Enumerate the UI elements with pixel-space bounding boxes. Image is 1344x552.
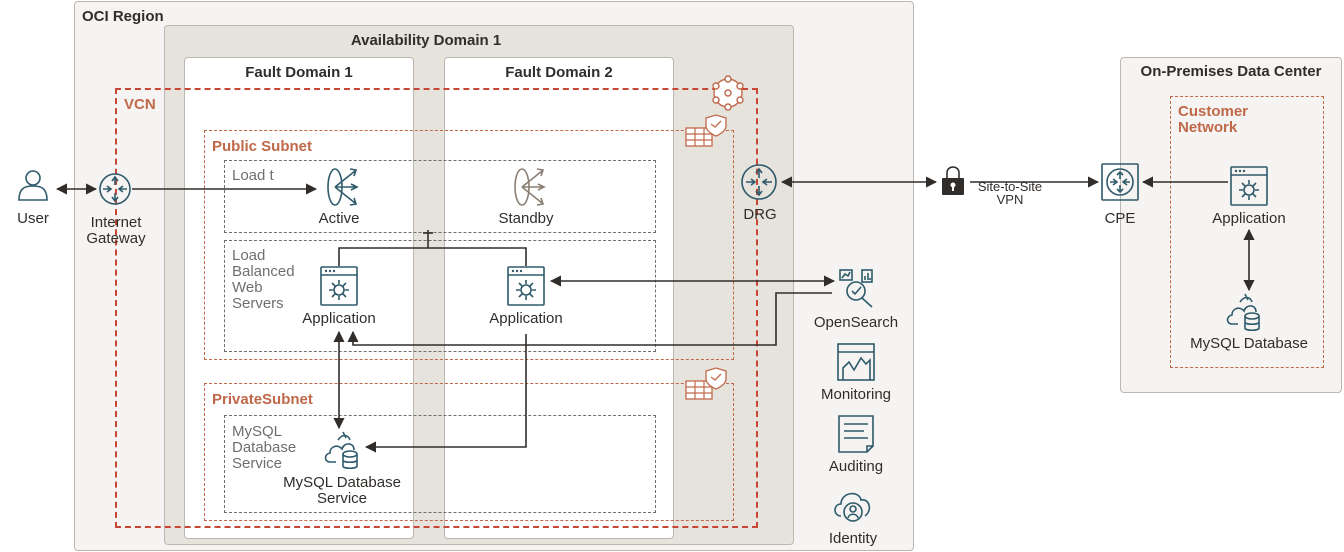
public-subnet-title: Public Subnet [212,138,313,155]
fault-domain-2 [444,57,674,539]
private-subnet-title: PrivateSubnet [212,391,313,408]
mysql-label: MySQL Database Service [283,474,401,507]
lb-to-apps-line [338,247,527,266]
db-service-group [224,415,656,513]
security-list-icon [685,114,727,147]
lb-active-label: Active [318,210,360,227]
fault-domain-2-title: Fault Domain 2 [505,64,613,81]
router-icon [741,164,777,200]
cloud-database-icon [324,431,358,470]
app1-to-opensearch-arrow [347,292,832,346]
security-list-icon [685,367,727,400]
lb-standby-label: Standby [498,210,554,227]
load-balancer-label: Load t [232,167,274,184]
search-analytics-icon [839,269,873,308]
db-service-label: MySQL Database Service [232,423,297,472]
user-label: User [17,210,49,227]
cloud-database-icon [1226,293,1260,332]
identity-label: Identity [828,530,878,547]
gear-window-icon [1230,166,1268,206]
customer-network [1170,96,1324,368]
network-icon [712,75,744,111]
public-subnet [204,130,734,360]
internet-gateway-icon [99,173,131,205]
app2-label: Application [489,310,563,327]
chart-icon [837,343,875,381]
internet-gateway-label: Internet Gateway [86,214,146,247]
vpn-label: Site-to-Site VPN [977,179,1043,207]
load-balancer-group [224,160,656,233]
onprem-db-label: MySQL Database [1190,335,1308,352]
gear-window-icon [320,266,358,306]
drg-label: DRG [743,206,777,223]
load-balancer-icon [327,168,359,206]
connectors [55,176,1255,453]
auditing-label: Auditing [828,458,884,475]
onprem-title: On-Premises Data Center [1140,63,1322,80]
customer-network-title: Customer Network [1178,103,1249,136]
load-balancer-standby-icon [514,168,546,206]
onprem-data-center [1120,57,1342,393]
router-icon [1101,163,1139,201]
fault-domain-1-title: Fault Domain 1 [245,64,353,81]
web-servers-group [224,240,656,352]
opensearch-label: OpenSearch [813,314,899,331]
app2-to-db-arrow [364,334,527,453]
lock-icon [942,166,964,195]
oci-region-title: OCI Region [82,8,164,25]
identity-cloud-icon [834,492,871,522]
monitoring-label: Monitoring [820,386,892,403]
vcn-title: VCN [124,96,156,113]
fault-domain-1 [184,57,414,539]
web-servers-label: Load Balanced Web Servers [232,247,295,312]
availability-domain-title: Availability Domain 1 [350,32,502,49]
cpe-label: CPE [1104,210,1136,227]
private-subnet [204,383,734,521]
document-icon [838,415,874,453]
app1-label: Application [302,310,376,327]
gear-window-icon [507,266,545,306]
vcn-boundary [115,88,758,528]
onprem-app-label: Application [1212,210,1286,227]
user-icon [18,170,48,201]
